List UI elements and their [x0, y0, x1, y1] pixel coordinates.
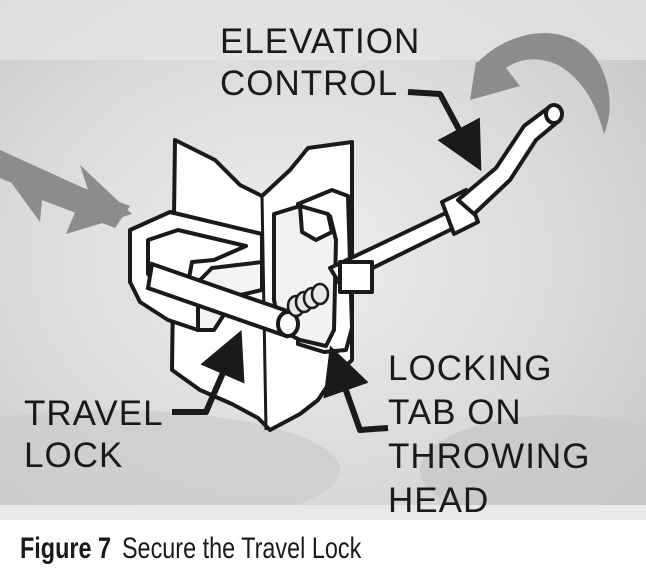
travel-lock-leader: [172, 329, 245, 415]
label-travel-lock-line2: LOCK: [24, 436, 124, 475]
figure-caption-text: Secure the Travel Lock: [121, 532, 362, 565]
rotate-arrow-icon: [470, 33, 610, 134]
label-elevation-control-line2: CONTROL: [220, 64, 399, 103]
elevation-control-rod: [328, 103, 564, 294]
label-locking-tab-line2: TAB ON: [388, 393, 522, 432]
spring: [286, 282, 330, 318]
elevation-leader: [407, 89, 482, 172]
push-arrow-icon: [0, 150, 132, 234]
label-locking-tab-line4: HEAD: [388, 481, 490, 520]
label-travel-lock-line1: TRAVEL: [24, 394, 164, 433]
leader-lines: [172, 89, 482, 433]
figure-number: Figure 7: [20, 532, 112, 565]
figure-caption: Figure 7 Secure the Travel Lock: [20, 532, 361, 566]
label-elevation-control-line1: ELEVATION: [220, 22, 421, 61]
label-locking-tab-line3: THROWING: [388, 437, 591, 476]
locking-tab-leader: [323, 345, 389, 433]
travel-lock-pin: [145, 261, 300, 339]
label-locking-tab-line1: LOCKING: [388, 349, 553, 388]
